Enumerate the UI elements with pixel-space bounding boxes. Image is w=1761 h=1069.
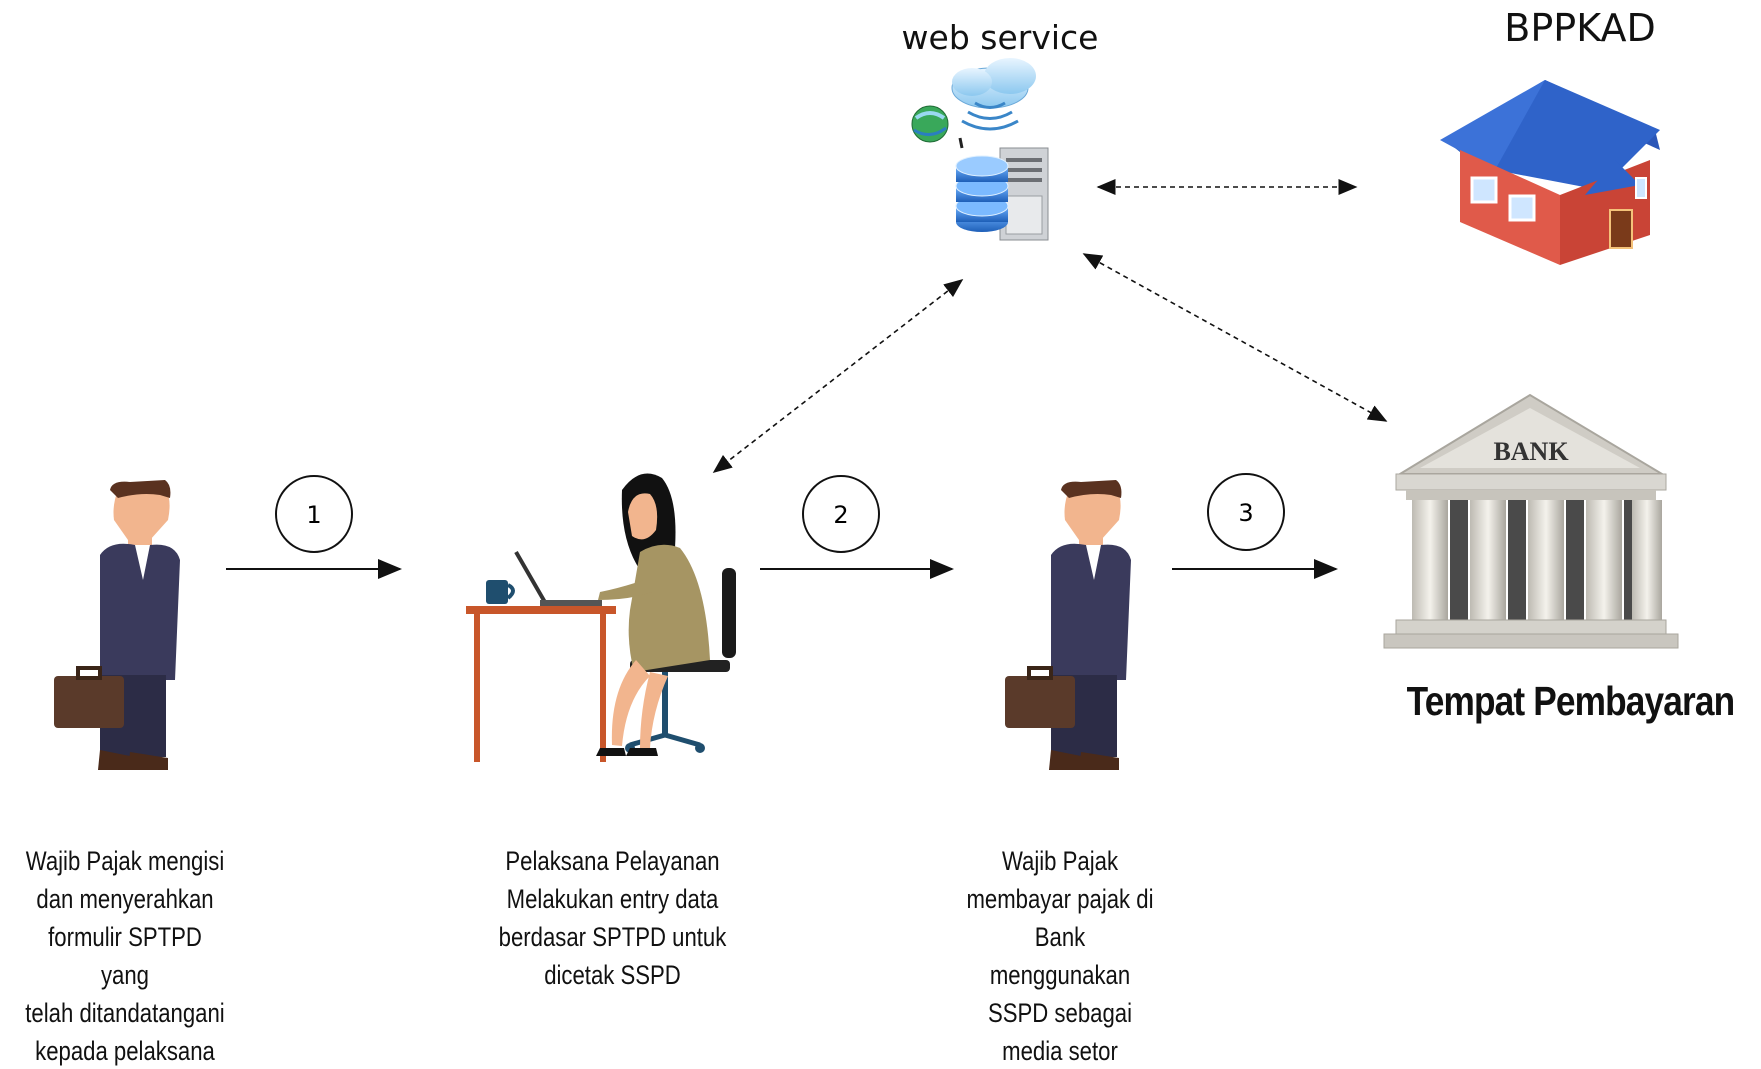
caption-line: dicetak SSPD	[544, 960, 681, 990]
taxpayer-figure-1	[54, 480, 180, 770]
taxpayer-figure-2	[1005, 480, 1131, 770]
caption-line: SSPD sebagai	[987, 998, 1132, 1028]
caption-line: telah ditandatangani	[25, 998, 225, 1028]
caption-line: Melakukan entry data	[506, 884, 719, 914]
caption-line: formulir SPTPD yang	[48, 922, 202, 990]
caption-line: kepada pelaksana	[35, 1036, 215, 1066]
step-number: 3	[1238, 499, 1253, 527]
step-marker-3: 3	[1207, 473, 1285, 551]
globe-icon	[911, 105, 949, 143]
caption-line: Wajib Pajak	[1001, 846, 1119, 876]
caption-line: berdasar SPTPD untuk	[498, 922, 727, 952]
link-webservice-bank	[1082, 253, 1388, 422]
cloud-icon	[951, 58, 1036, 131]
caption-officer-entry: Pelaksana Pelayanan Melakukan entry data…	[496, 842, 730, 994]
caption-line: dan menyerahkan	[36, 884, 214, 914]
caption-line: Bank menggunakan	[989, 922, 1131, 990]
officer-at-desk	[466, 473, 736, 762]
web-service-label: web service	[901, 18, 1099, 57]
bppkad-label: BPPKAD	[1504, 6, 1656, 50]
step-marker-2: 2	[802, 475, 880, 553]
step-number: 1	[306, 501, 321, 529]
bank-icon: BANK	[1383, 393, 1679, 649]
caption-line: membayar pajak di	[966, 884, 1154, 914]
database-icon	[955, 155, 1009, 232]
house-icon	[1440, 80, 1660, 265]
step-number: 2	[833, 501, 848, 529]
caption-taxpayer-pay: Wajib Pajak membayar pajak di Bank mengg…	[962, 842, 1159, 1069]
bank-sign: BANK	[1493, 437, 1569, 466]
web-service-icon	[911, 58, 1049, 241]
caption-line: Wajib Pajak mengisi	[25, 846, 225, 876]
link-webservice-officer	[712, 279, 964, 473]
caption-taxpayer-fill-form: Wajib Pajak mengisi dan menyerahkan form…	[23, 842, 228, 1069]
caption-line: Pelaksana Pelayanan	[505, 846, 720, 876]
step-marker-1: 1	[275, 475, 353, 553]
payment-place-label: Tempat Pembayaran	[1406, 678, 1736, 724]
caption-line: media setor	[1002, 1036, 1118, 1066]
